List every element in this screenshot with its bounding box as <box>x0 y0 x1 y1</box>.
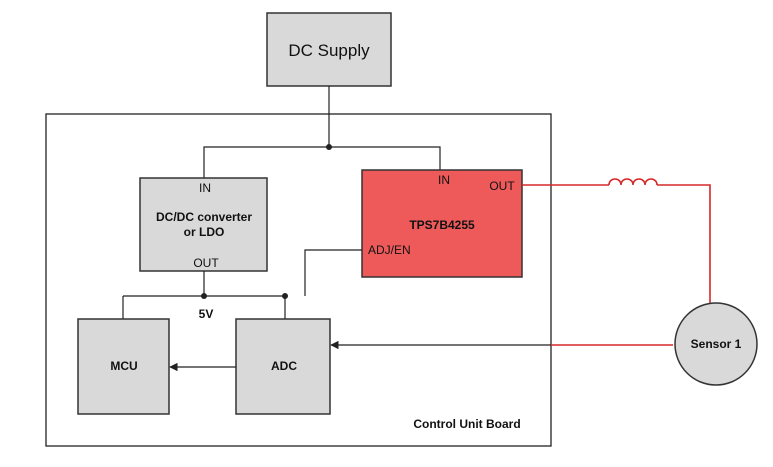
control-unit-board <box>45 113 552 447</box>
tps-adj-pin-label: ADJ/EN <box>368 243 411 257</box>
rail-5v-label: 5V <box>199 307 214 321</box>
supply-junction-dot <box>326 144 332 150</box>
dcdc-label-line1: DC/DC converter <box>156 210 252 224</box>
sensor-supply-wire <box>657 184 711 306</box>
mcu-block <box>77 318 170 415</box>
adj-en-wire <box>304 249 362 296</box>
board-label: Control Unit Board <box>413 417 520 431</box>
inductor-coil <box>608 178 658 186</box>
dcdc-in-pin-label: IN <box>199 181 211 195</box>
rail-junction-dot-right <box>282 293 288 299</box>
adc-label: ADC <box>271 359 297 373</box>
rail-junction-dot-left <box>201 293 207 299</box>
sensor-1-label: Sensor 1 <box>691 337 742 351</box>
adc-block <box>235 318 331 415</box>
tps-in-pin-label: IN <box>438 173 450 187</box>
tps-out-pin-label: OUT <box>489 179 515 193</box>
dc-supply-label: DC Supply <box>288 41 370 60</box>
supply-wire-right <box>329 146 441 170</box>
dcdc-out-pin-label: OUT <box>193 256 219 270</box>
sensor-1-node <box>674 302 758 386</box>
mcu-label: MCU <box>110 359 137 373</box>
tps7b4255-block <box>361 169 523 278</box>
supply-wire-left <box>203 146 329 178</box>
dcdc-converter-block <box>139 177 268 272</box>
dcdc-label-line2: or LDO <box>184 225 225 239</box>
tps-name-label: TPS7B4255 <box>409 218 475 232</box>
